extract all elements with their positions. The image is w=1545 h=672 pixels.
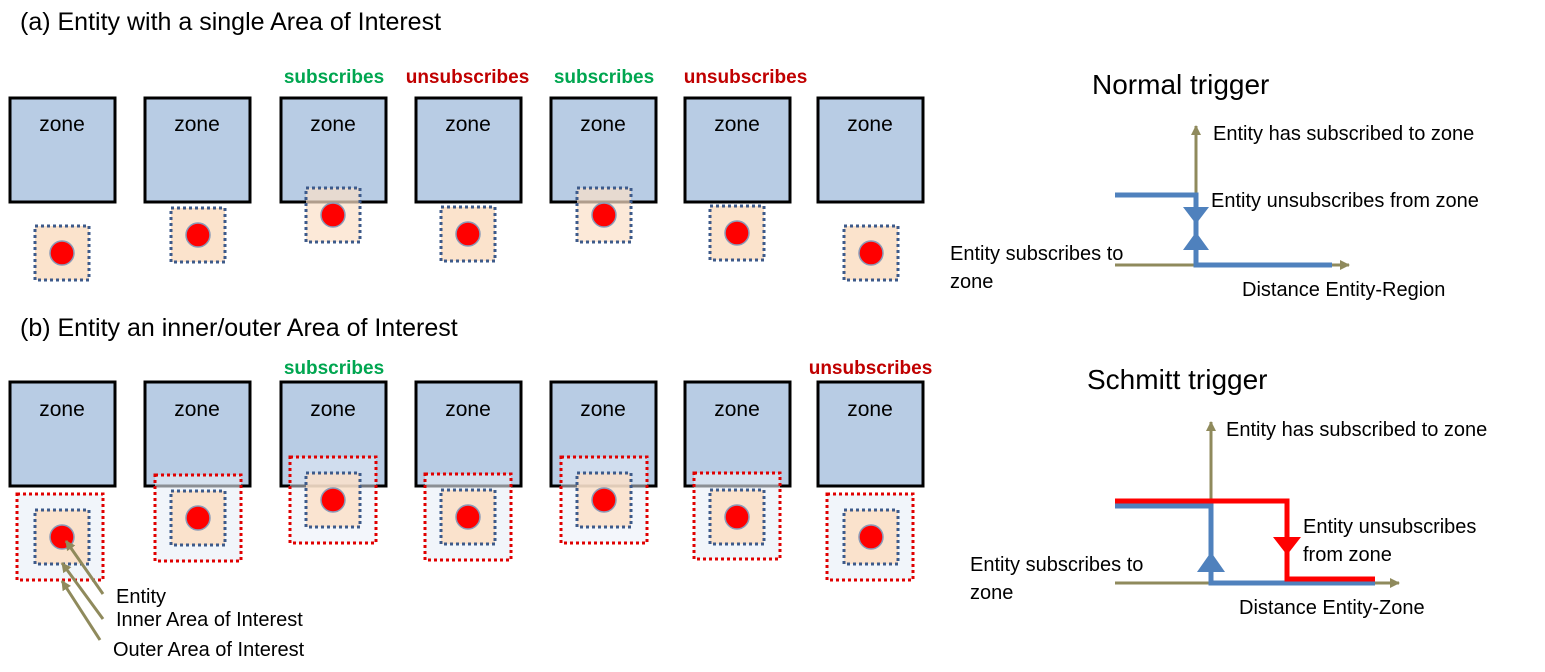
entity-b3: [288, 455, 378, 545]
entity-b2: [153, 473, 243, 563]
schmitt-unsubscribe-path: [1115, 498, 1375, 582]
event-b-subscribes: subscribes: [283, 358, 385, 379]
event-a-subscribes-1: subscribes: [283, 67, 385, 88]
legend-arrows: [60, 540, 105, 641]
zone-b4: zone: [414, 380, 523, 488]
entity-a4: [439, 205, 497, 263]
normal-subscribe-arrow: [1183, 232, 1209, 250]
zone-label: zone: [445, 113, 491, 136]
zone-label: zone: [580, 398, 626, 421]
normal-axis-label: Distance Entity-Region: [1242, 279, 1446, 301]
zone-a5: zone: [549, 96, 658, 204]
event-a-subscribes-2: subscribes: [553, 67, 655, 88]
section-a-title: (a) Entity with a single Area of Interes…: [20, 8, 442, 36]
normal-trigger-title: Normal trigger: [1092, 69, 1270, 100]
normal-has-subscribed: Entity has subscribed to zone: [1213, 123, 1475, 145]
legend-entity: Entity: [116, 586, 167, 608]
zone-a3: zone: [279, 96, 388, 204]
zone-label: zone: [310, 113, 356, 136]
legend-inner-aoi: Inner Area of Interest: [116, 609, 303, 631]
zone-a1: zone: [8, 96, 117, 204]
schmitt-unsubscribes: Entity unsubscribes from zone: [1303, 516, 1477, 566]
zone-label: zone: [310, 398, 356, 421]
zone-label: zone: [39, 113, 85, 136]
normal-subscribes: Entity subscribes to zone: [950, 243, 1124, 293]
entity-b4: [423, 472, 513, 562]
event-a-unsubscribes-1: unsubscribes: [405, 67, 530, 88]
zone-b7: zone: [816, 380, 925, 488]
schmitt-trigger-graph: [1115, 421, 1400, 588]
zone-label: zone: [580, 113, 626, 136]
zone-label: zone: [714, 113, 760, 136]
event-b-unsubscribes: unsubscribes: [808, 358, 933, 379]
zone-label: zone: [847, 113, 893, 136]
zone-label: zone: [174, 398, 220, 421]
row-a: zone zone zone zone zone zone zone: [8, 96, 925, 282]
entity-a5: [575, 186, 633, 244]
schmitt-subscribe-arrow: [1197, 552, 1225, 572]
outer-aoi-pointer-arrow: [60, 580, 102, 641]
zone-b2: zone: [143, 380, 252, 488]
zone-a7: zone: [816, 96, 925, 204]
zone-label: zone: [714, 398, 760, 421]
zone-label: zone: [39, 398, 85, 421]
entity-a2: [169, 206, 227, 264]
zone-a2: zone: [143, 96, 252, 204]
schmitt-subscribes: Entity subscribes to zone: [970, 554, 1144, 604]
normal-unsubscribe-arrow: [1183, 207, 1209, 224]
entity-a3: [304, 186, 362, 244]
zone-label: zone: [847, 398, 893, 421]
entity-pointer-arrow: [64, 540, 105, 595]
section-b-title: (b) Entity an inner/outer Area of Intere…: [20, 314, 458, 342]
event-a-unsubscribes-2: unsubscribes: [683, 67, 808, 88]
zone-b1: zone: [8, 380, 117, 488]
entity-a6: [708, 204, 766, 262]
schmitt-unsubscribe-arrow: [1273, 537, 1301, 555]
entity-b5: [559, 455, 649, 545]
schmitt-has-subscribed: Entity has subscribed to zone: [1226, 419, 1488, 441]
zone-label: zone: [174, 113, 220, 136]
entity-b6: [692, 471, 782, 561]
legend-outer-aoi: Outer Area of Interest: [113, 639, 305, 661]
schmitt-axis-label: Distance Entity-Zone: [1239, 597, 1425, 619]
zone-b6: zone: [683, 380, 792, 488]
inner-aoi-pointer-arrow: [60, 562, 105, 620]
row-b: zone zone zone zone zone zone zone: [8, 380, 925, 641]
normal-trigger-graph: [1115, 125, 1350, 270]
zone-a4: zone: [414, 96, 523, 204]
schmitt-trigger-title: Schmitt trigger: [1087, 364, 1268, 395]
entity-a7: [842, 224, 900, 282]
normal-unsubscribes: Entity unsubscribes from zone: [1211, 190, 1479, 212]
entity-a1: [33, 224, 91, 282]
zone-a6: zone: [683, 96, 792, 204]
normal-trigger-curve: [1115, 192, 1332, 268]
entity-b7: [825, 492, 915, 582]
zone-label: zone: [445, 398, 491, 421]
entity-b1: [15, 492, 105, 582]
schmitt-subscribe-path: [1115, 503, 1375, 586]
